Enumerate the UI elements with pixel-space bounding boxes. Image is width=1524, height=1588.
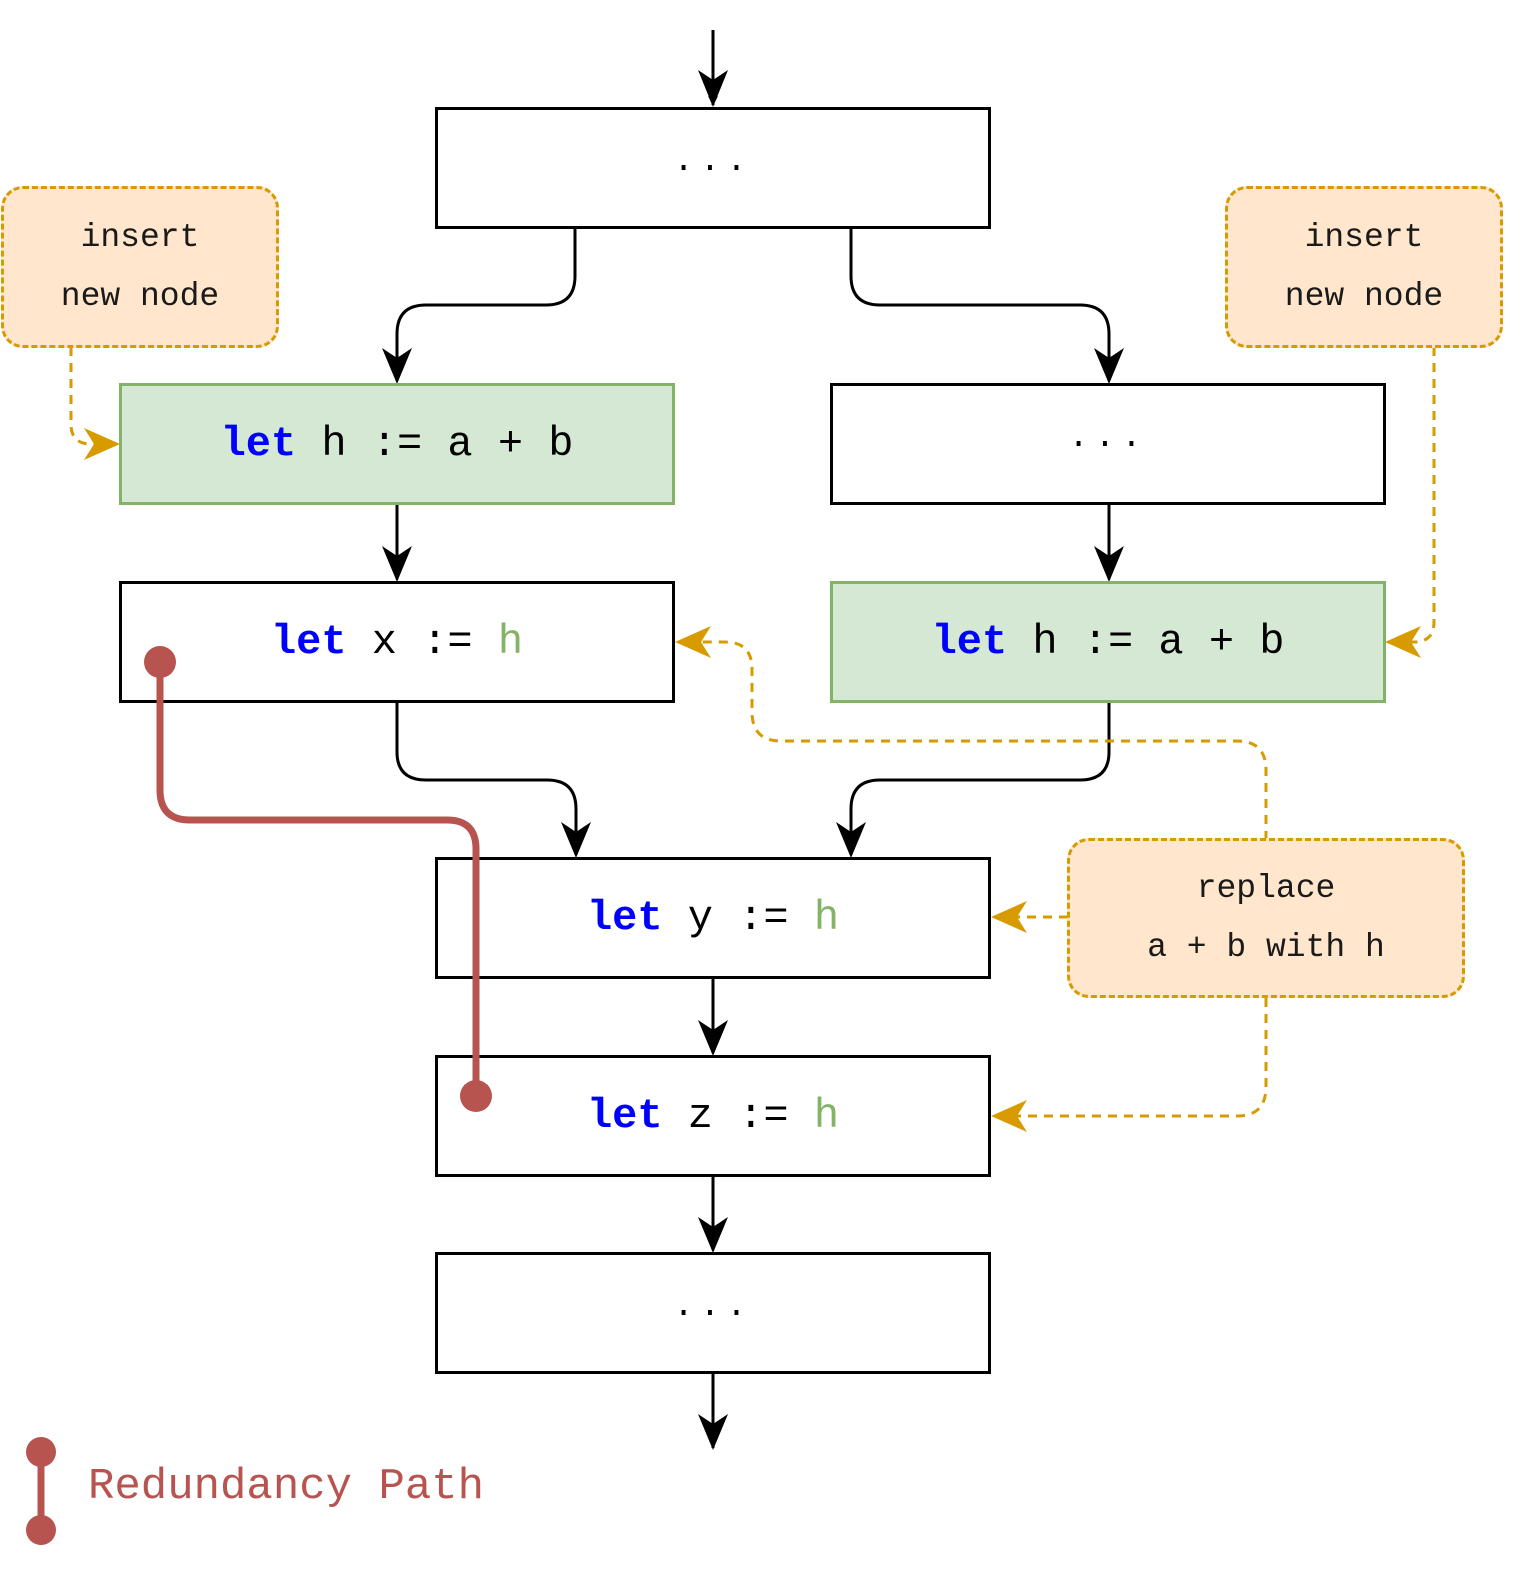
note-insert-right: insert new node [1225,186,1503,348]
node-right-mid: ... [830,383,1386,505]
arrowhead-y-note [991,901,1027,933]
variable-h: h [813,1092,840,1140]
arrowhead-y-left [561,822,591,858]
edge-top-to-left-insert [395,228,577,381]
node-y-assign: let y := h [435,857,991,979]
keyword-let: let [931,618,1008,666]
note-replace-line1: replace [1196,870,1336,907]
edge-replace-to-z [1008,998,1268,1118]
arrowhead-left-insert-note [84,428,120,460]
keyword-let: let [220,420,297,468]
node-x-assign: let x := h [119,581,675,703]
edge-top-to-right-mid [849,228,1111,381]
variable-h: h [497,618,524,666]
arrowhead-z-note [991,1100,1027,1132]
note-replace-line2: a + b with h [1147,929,1385,966]
edge-x-to-y [395,702,578,855]
node-bottom-label: ... [673,1288,753,1326]
node-left-insert-expr: h := a + b [296,420,574,468]
note-insert-left-line1: insert [80,219,200,256]
node-right-insert: let h := a + b [830,581,1386,703]
arrowhead-y-right [836,822,866,858]
edge-note-left-to-left-insert [69,347,104,446]
arrowhead-exit [698,1414,728,1450]
arrowhead-top [698,70,728,107]
note-insert-right-line2: new node [1284,278,1444,315]
keyword-let: let [586,894,663,942]
note-replace: replace a + b with h [1067,838,1465,998]
node-top: ... [435,107,991,229]
arrowhead-right-insert [1094,546,1124,582]
edge-right-insert-to-y [849,702,1111,855]
note-insert-left-line2: new node [60,278,220,315]
note-insert-left: insert new node [1,186,279,348]
node-z-assign-expr: z := [662,1092,814,1140]
annotation-edges [69,347,1436,1118]
node-bottom: ... [435,1252,991,1374]
node-z-assign: let z := h [435,1055,991,1177]
node-left-insert: let h := a + b [119,383,675,505]
variable-h: h [813,894,840,942]
node-right-insert-expr: h := a + b [1007,618,1285,666]
arrowhead-x [382,546,412,582]
annotation-arrowheads [84,428,1421,1132]
edge-note-right-to-right-insert [1402,347,1436,644]
edge-replace-to-x [692,640,1268,840]
keyword-let: let [270,618,347,666]
arrowhead-x-note [675,626,711,658]
note-insert-right-line1: insert [1304,219,1424,256]
node-y-assign-expr: y := [662,894,814,942]
control-flow-edges [395,30,1111,1448]
node-x-assign-expr: x := [346,618,498,666]
arrowhead-right-insert-note [1385,626,1421,658]
arrowhead-right-mid [1094,348,1124,384]
arrowhead-z [698,1020,728,1056]
node-top-label: ... [673,143,753,181]
arrowhead-bottom [698,1217,728,1253]
legend-label: Redundancy Path [88,1462,485,1512]
node-right-mid-label: ... [1068,419,1148,457]
control-flow-arrowheads [382,70,1124,1450]
arrowhead-left-insert [382,348,412,384]
keyword-let: let [586,1092,663,1140]
